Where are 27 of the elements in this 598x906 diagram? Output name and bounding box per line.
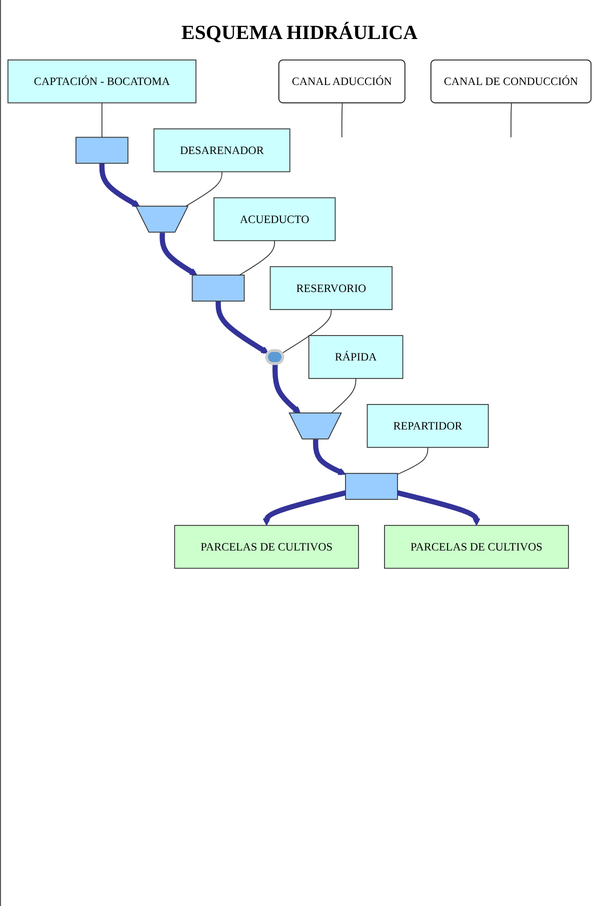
node-box: PARCELAS DE CULTIVOS bbox=[384, 524, 569, 569]
connector bbox=[330, 378, 356, 414]
node-box: PARCELAS DE CULTIVOS bbox=[174, 524, 359, 569]
arrow bbox=[396, 490, 480, 526]
arrow bbox=[262, 490, 346, 526]
connector bbox=[281, 309, 332, 354]
connector bbox=[184, 171, 222, 208]
node-box: RESERVORIO bbox=[270, 266, 393, 310]
arrow bbox=[160, 232, 198, 276]
node-box bbox=[76, 136, 128, 164]
connector bbox=[341, 102, 343, 138]
connector bbox=[397, 446, 428, 475]
node-bar bbox=[192, 274, 245, 302]
node-box: REPARTIDOR bbox=[366, 404, 489, 448]
arrow bbox=[99, 163, 140, 208]
node-box: ACUEDUCTO bbox=[213, 197, 336, 242]
node-box: DESARENADOR bbox=[154, 128, 290, 172]
node-bar bbox=[345, 472, 398, 500]
node-trapezoid bbox=[288, 412, 342, 440]
arrow bbox=[216, 301, 269, 354]
diagram-title: ESQUEMA HIDRÁULICA bbox=[181, 22, 418, 45]
connector bbox=[510, 102, 512, 138]
arrow bbox=[272, 364, 301, 414]
node-box: CAPTACIÓN - BOCATOMA bbox=[8, 60, 196, 104]
node-trapezoid bbox=[135, 206, 189, 233]
node-box: RÁPIDA bbox=[308, 335, 404, 379]
connector bbox=[239, 240, 275, 276]
